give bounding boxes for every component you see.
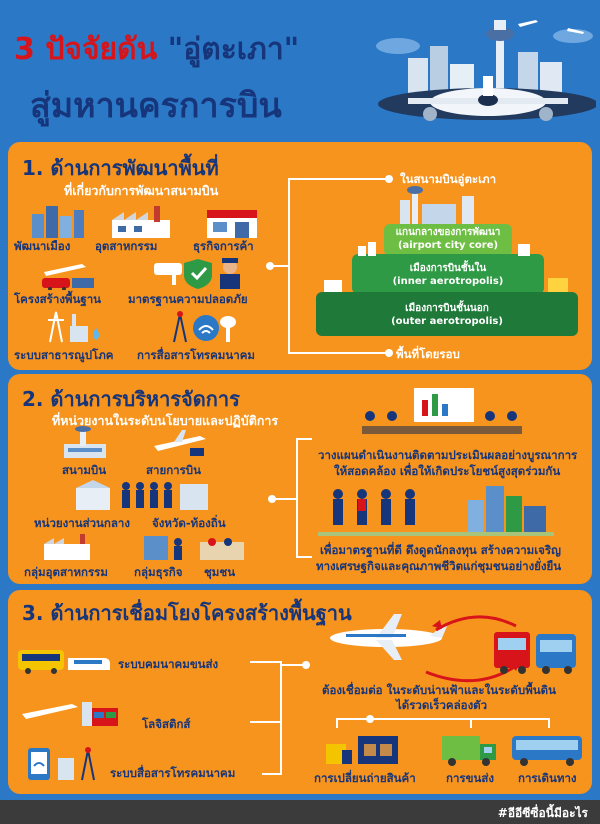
section3-item-label: ระบบคมนาคมขนส่ง	[118, 657, 219, 671]
factory-icon	[112, 206, 170, 238]
tree-line	[336, 718, 338, 728]
telecom-icon	[173, 311, 236, 343]
tree-dot	[366, 715, 374, 723]
aerotropolis-pyramid: แกนกลางของการพัฒนา (airport city core) เ…	[312, 186, 582, 338]
bracket-dot	[268, 495, 276, 503]
security-icon	[154, 258, 240, 289]
bus-train-icon	[18, 650, 110, 674]
bracket-line	[296, 556, 312, 558]
section1-title: 1. ด้านการพัฒนาพื้นที่	[22, 156, 219, 180]
section1-item-label: โครงสร้างพื้นฐาน	[14, 292, 102, 306]
section3-bottom-label: การเดินทาง	[518, 771, 577, 785]
footer-hashtag: #อีอีซีซื่อนี้มีอะไร	[497, 806, 588, 820]
airline-icon	[154, 430, 206, 456]
section2-text1-line2: ให้สอดคล้อง เพื่อให้เกิดประโยชน์สูงสุดร่…	[334, 464, 561, 478]
pyramid-top-label: ในสนามบินอู่ตะเภา	[400, 172, 497, 186]
section2-panel	[8, 374, 592, 584]
section1-item-label: ธุรกิจการค้า	[193, 239, 254, 253]
pyramid-bottom-label: พื้นที่โดยรอบ	[396, 347, 460, 361]
bracket-line	[288, 178, 392, 180]
bracket-line	[272, 498, 298, 500]
bracket-line	[250, 721, 282, 723]
tier-outer-th: เมืองการบินชั้นนอก	[405, 303, 489, 314]
bracket-line	[288, 352, 392, 354]
airport-icon	[64, 426, 106, 458]
tier-inner-th: เมืองการบินชั้นใน	[409, 263, 487, 274]
groups-icon-row	[44, 534, 244, 560]
bracket-line	[280, 661, 282, 773]
city-icon	[32, 206, 84, 238]
bracket-line	[296, 438, 298, 556]
section3-connect-line2: ได้รวดเร็วคล่องตัว	[396, 698, 488, 712]
section2-item-label: ชุมชน	[204, 565, 236, 579]
tree-line	[336, 718, 550, 720]
government-icon	[76, 480, 208, 510]
tree-line	[470, 718, 472, 728]
bracket-line	[296, 438, 312, 440]
communication-icon	[28, 747, 95, 781]
section1-item-label: การสื่อสารโทรคมนาคม	[137, 348, 255, 362]
section1-item-label: อุตสาหกรรม	[95, 239, 158, 253]
section3-item-label: ระบบสื่อสารโทรคมนาคม	[110, 766, 236, 780]
tier-outer: เมืองการบินชั้นนอก (outer aerotropolis)	[316, 302, 578, 328]
tier-core-en: (airport city core)	[397, 240, 499, 251]
bracket-line	[262, 773, 282, 775]
title-quote: "อู่ตะเภา"	[167, 32, 300, 67]
travel-bus-icon	[512, 736, 582, 766]
investors-city-icon	[318, 486, 554, 536]
section1-item-label: พัฒนาเมือง	[14, 239, 71, 253]
section2-item-label: กลุ่มอุตสาหกรรม	[24, 565, 108, 579]
title-line1: 3 ปัจจัยดัน "อู่ตะเภา"	[14, 26, 299, 73]
bracket-line	[280, 664, 306, 666]
tier-core-th: แกนกลางของการพัฒนา	[395, 227, 501, 238]
title-number: 3	[14, 32, 35, 67]
section1-item-label: ระบบสาธารณูปโภค	[14, 348, 114, 362]
section3-item-label: โลจิสติกส์	[142, 717, 191, 731]
section2-item-label: สนามบิน	[62, 463, 107, 477]
shop-icon	[207, 210, 257, 238]
bracket-dot	[302, 661, 310, 669]
utility-icon	[48, 311, 99, 343]
section2-text2-line2: ทางเศรษฐกิจและคุณภาพชีวิตแก่ชุมชนอย่างยั…	[316, 559, 562, 573]
cargo-icon	[326, 736, 398, 764]
section2-subtitle: ที่หน่วยงานในระดับนโยบายและปฏิบัติการ	[52, 413, 279, 428]
tier-inner-en: (inner aerotropolis)	[392, 276, 504, 287]
title-line2: สู่มหานครการบิน	[30, 86, 282, 126]
section2-item-label: จังหวัด-ท้องถิ่น	[152, 516, 226, 530]
footer-bar: #อีอีซีซื่อนี้มีอะไร	[0, 800, 600, 824]
logistics-icon	[22, 702, 118, 726]
truck-icon	[442, 736, 496, 766]
section2-item-label: สายการบิน	[146, 463, 201, 477]
bracket-dot	[266, 262, 274, 270]
tier-core: แกนกลางของการพัฒนา (airport city core)	[384, 226, 512, 252]
pyramid-graphics	[316, 186, 578, 336]
bracket-dot	[385, 175, 393, 183]
bracket-line	[270, 265, 290, 267]
title-text: ปัจจัยดัน	[45, 32, 158, 67]
section1-item-label: มาตรฐานความปลอดภัย	[128, 292, 248, 306]
section2-item-label: หน่วยงานส่วนกลาง	[34, 516, 130, 530]
tier-inner: เมืองการบินชั้นใน (inner aerotropolis)	[352, 262, 544, 288]
section1-subtitle: ที่เกี่ยวกับการพัฒนาสนามบิน	[64, 183, 219, 198]
air-ground-connection-icon	[330, 614, 576, 683]
section2-text1-line1: วางแผนดำเนินงานติดตามประเมินผลอย่างบูรณา…	[318, 448, 578, 462]
section2-title: 2. ด้านการบริหารจัดการ	[22, 387, 240, 411]
section3-title: 3. ด้านการเชื่อมโยงโครงสร้างพื้นฐาน	[22, 601, 352, 625]
section2-item-label: กลุ่มธุรกิจ	[134, 565, 183, 579]
section3-connect-line1: ต้องเชื่อมต่อ ในระดับน่านฟ้าและในระดับพื…	[322, 683, 556, 697]
tier-outer-en: (outer aerotropolis)	[391, 316, 503, 327]
section3-bottom-label: การขนส่ง	[446, 771, 494, 785]
transport-icon	[42, 264, 94, 290]
meeting-icon	[362, 388, 522, 434]
bracket-dot	[385, 349, 393, 357]
section2-text2-line1: เพื่อมาตรฐานที่ดี ดึงดูดนักลงทุน สร้างคว…	[320, 543, 561, 557]
section3-bottom-label: การเปลี่ยนถ่ายสินค้า	[314, 771, 416, 785]
tree-line	[548, 718, 550, 728]
bracket-line	[250, 661, 282, 663]
airport-illustration	[376, 20, 596, 121]
